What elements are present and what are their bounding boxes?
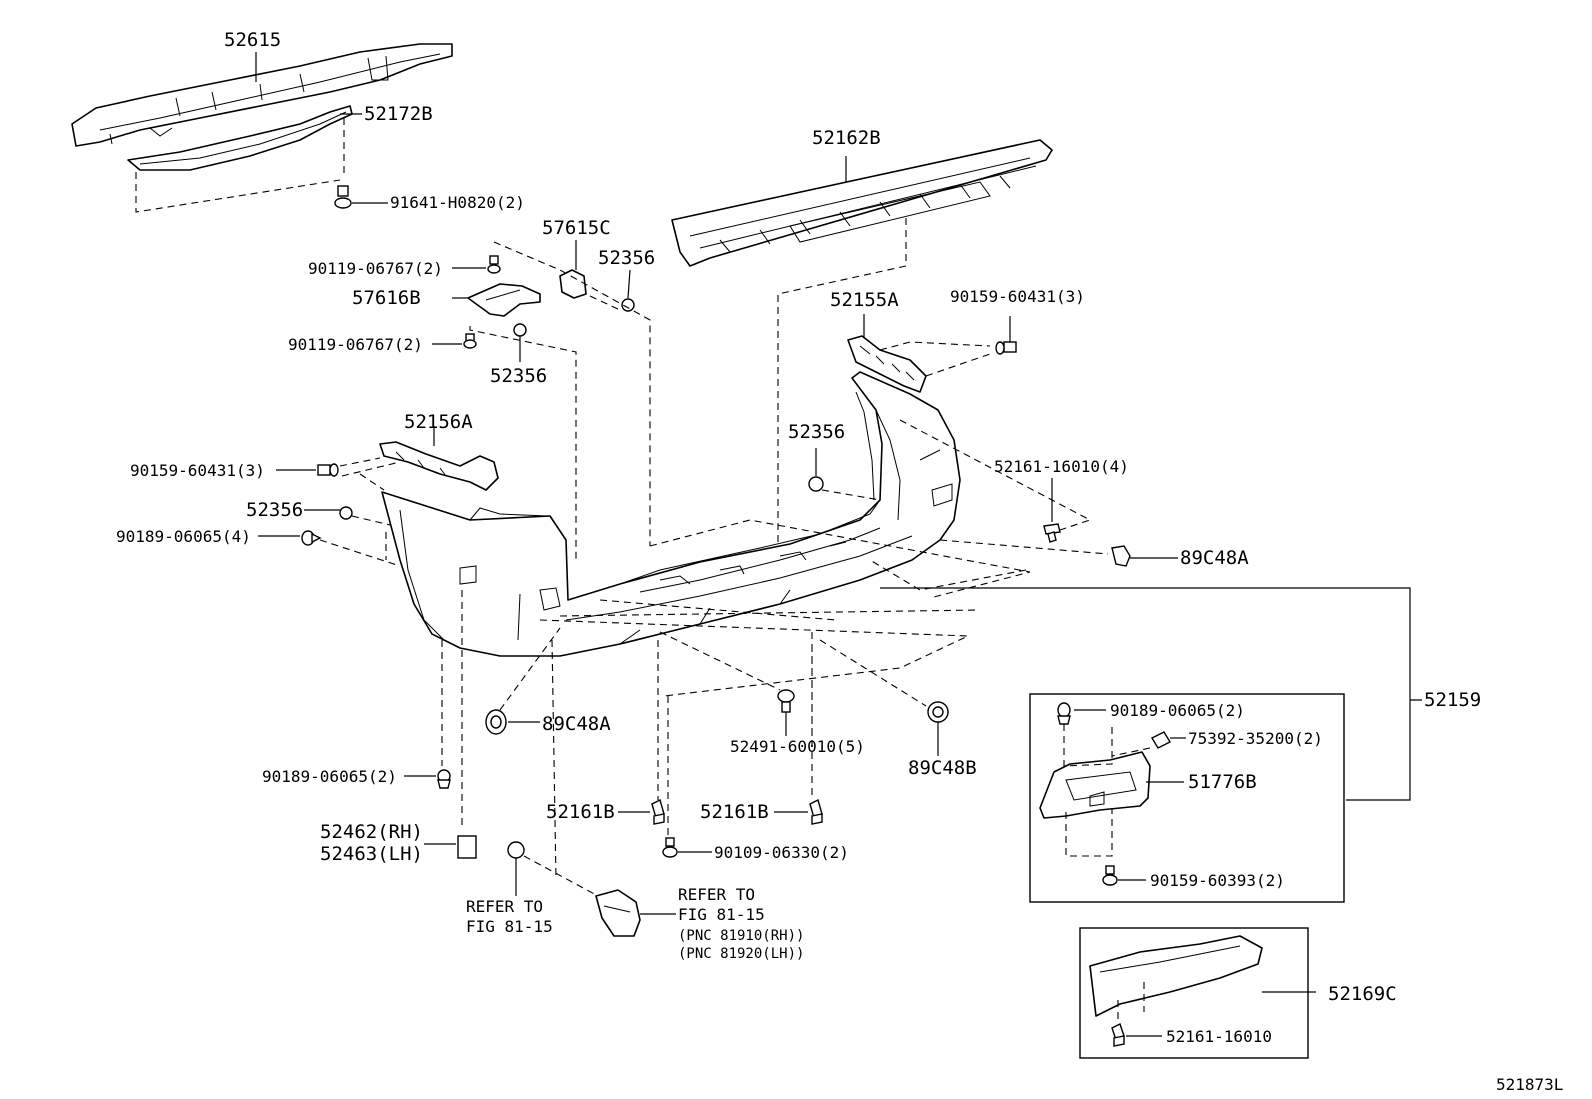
clip-52161B-b-icon xyxy=(809,798,823,825)
label-52156A: 52156A xyxy=(404,411,473,433)
dash-51776B xyxy=(1063,724,1151,857)
label-90189-b: 90189-06065(2) xyxy=(262,767,397,786)
label-90109: 90109-06330(2) xyxy=(714,843,849,862)
refer-pnc-rh: (PNC 81910(RH)) xyxy=(678,928,804,944)
bolt-90109-icon xyxy=(662,837,678,858)
label-90159-a: 90159-60431(3) xyxy=(950,287,1085,306)
refer-right-line1: REFER TO xyxy=(678,885,755,904)
refer-right-line2: FIG 81-15 xyxy=(678,905,765,924)
label-89C48B: 89C48B xyxy=(908,757,977,779)
label-90159-c: 90159-60393(2) xyxy=(1150,871,1285,890)
label-52155A: 52155A xyxy=(830,289,899,311)
bolt-90119-b-icon xyxy=(463,333,477,349)
dash-52161-a xyxy=(869,419,1092,591)
label-52356-c: 52356 xyxy=(788,421,845,443)
clip-90189-a-icon xyxy=(301,530,322,546)
label-52462: 52462(RH) xyxy=(320,821,423,843)
dash-brackets xyxy=(469,241,651,562)
part-52159-bumper-cover xyxy=(381,371,961,657)
clip-75392-icon xyxy=(1151,731,1171,749)
dash-refer-left xyxy=(523,639,599,897)
label-90189-c: 90189-06065(2) xyxy=(1110,701,1245,720)
part-52169C-cover xyxy=(1089,935,1263,1017)
bolt-52491-icon xyxy=(777,689,795,713)
dash-52491 xyxy=(659,631,781,691)
part-52156A-retainer xyxy=(379,441,499,491)
part-reflector-pnc xyxy=(595,889,641,937)
bolt-90119-a-icon xyxy=(487,255,501,274)
label-52161B-b: 52161B xyxy=(700,801,769,823)
refer-pnc-lh: (PNC 81920(LH)) xyxy=(678,946,804,962)
label-52356-b: 52356 xyxy=(490,365,547,387)
label-52161-a: 52161-16010(4) xyxy=(994,457,1129,476)
dash-89C48A-a xyxy=(939,539,1109,555)
label-91641: 91641-H0820(2) xyxy=(390,193,525,212)
bolt-90159-a-icon xyxy=(995,341,1017,355)
sensor-89C48A-a-icon xyxy=(1111,545,1131,567)
label-90159-b: 90159-60431(3) xyxy=(130,461,265,480)
label-52169C: 52169C xyxy=(1328,983,1397,1005)
label-89C48A-a: 89C48A xyxy=(1180,547,1249,569)
clip-90189-c-icon xyxy=(1057,702,1071,725)
dash-90189-a xyxy=(319,539,401,567)
label-52159: 52159 xyxy=(1424,689,1481,711)
bolt-90159-b-icon xyxy=(317,463,339,477)
detail-box-52169C xyxy=(1079,927,1309,1059)
nut-52356-b-icon xyxy=(513,323,527,337)
label-52463: 52463(LH) xyxy=(320,843,423,865)
dash-52169C xyxy=(1117,982,1145,1022)
clip-52161-a-icon xyxy=(1043,523,1061,543)
label-90189-a: 90189-06065(4) xyxy=(116,527,251,546)
leader-52356-a xyxy=(627,269,631,299)
sensor-89C48B-icon xyxy=(927,701,949,723)
label-51776B: 51776B xyxy=(1188,771,1257,793)
dash-52356-c xyxy=(821,489,881,501)
nut-52356-a-icon xyxy=(621,298,635,312)
part-52615-reinforcement xyxy=(71,43,453,147)
sensor-89C48A-b-icon xyxy=(485,709,507,735)
label-90119-b: 90119-06767(2) xyxy=(288,335,423,354)
part-52155A-retainer xyxy=(847,335,927,393)
label-52356-d: 52356 xyxy=(246,499,303,521)
label-57615C: 57615C xyxy=(542,217,611,239)
bolt-90159-c-icon xyxy=(1102,865,1118,886)
grommet-refer-left-icon xyxy=(507,841,525,859)
clip-52161B-a-icon xyxy=(651,798,665,825)
label-52161B-a: 52161B xyxy=(546,801,615,823)
dash-52161B xyxy=(657,632,813,842)
label-57616B: 57616B xyxy=(352,287,421,309)
leader-52159 xyxy=(880,587,1422,801)
dash-89C48A-b xyxy=(499,627,561,711)
part-57616B-bracket xyxy=(467,283,541,317)
part-57615C-bracket xyxy=(559,269,587,299)
dash-90189-b xyxy=(385,532,463,830)
refer-left-line1: REFER TO xyxy=(466,897,543,916)
dash-52156A xyxy=(339,457,401,491)
detail-box-51776B xyxy=(1029,693,1345,903)
label-89C48A-b: 89C48A xyxy=(542,713,611,735)
part-52462-52463-pad xyxy=(457,835,477,859)
label-52161-b: 52161-16010 xyxy=(1166,1027,1272,1046)
clip-52161-b-icon xyxy=(1111,1023,1125,1047)
label-90119-a: 90119-06767(2) xyxy=(308,259,443,278)
part-51776B-garnish xyxy=(1039,751,1151,819)
refer-left-line2: FIG 81-15 xyxy=(466,917,553,936)
nut-52356-d-icon xyxy=(339,506,353,520)
bolt-91641-icon xyxy=(334,185,352,209)
part-52162B-step-pad xyxy=(671,139,1053,267)
label-52162B: 52162B xyxy=(812,127,881,149)
dash-52162B xyxy=(777,218,907,580)
diagram-id: 521873L xyxy=(1496,1075,1563,1094)
clip-90189-b-icon xyxy=(437,769,451,789)
label-52615: 52615 xyxy=(224,29,281,51)
dash-89C48B xyxy=(819,639,927,707)
label-75392: 75392-35200(2) xyxy=(1188,729,1323,748)
label-52172B: 52172B xyxy=(364,103,433,125)
label-52491: 52491-60010(5) xyxy=(730,737,865,756)
nut-52356-c-icon xyxy=(808,476,824,492)
dash-52172B xyxy=(135,118,345,213)
label-52356-a: 52356 xyxy=(598,247,655,269)
